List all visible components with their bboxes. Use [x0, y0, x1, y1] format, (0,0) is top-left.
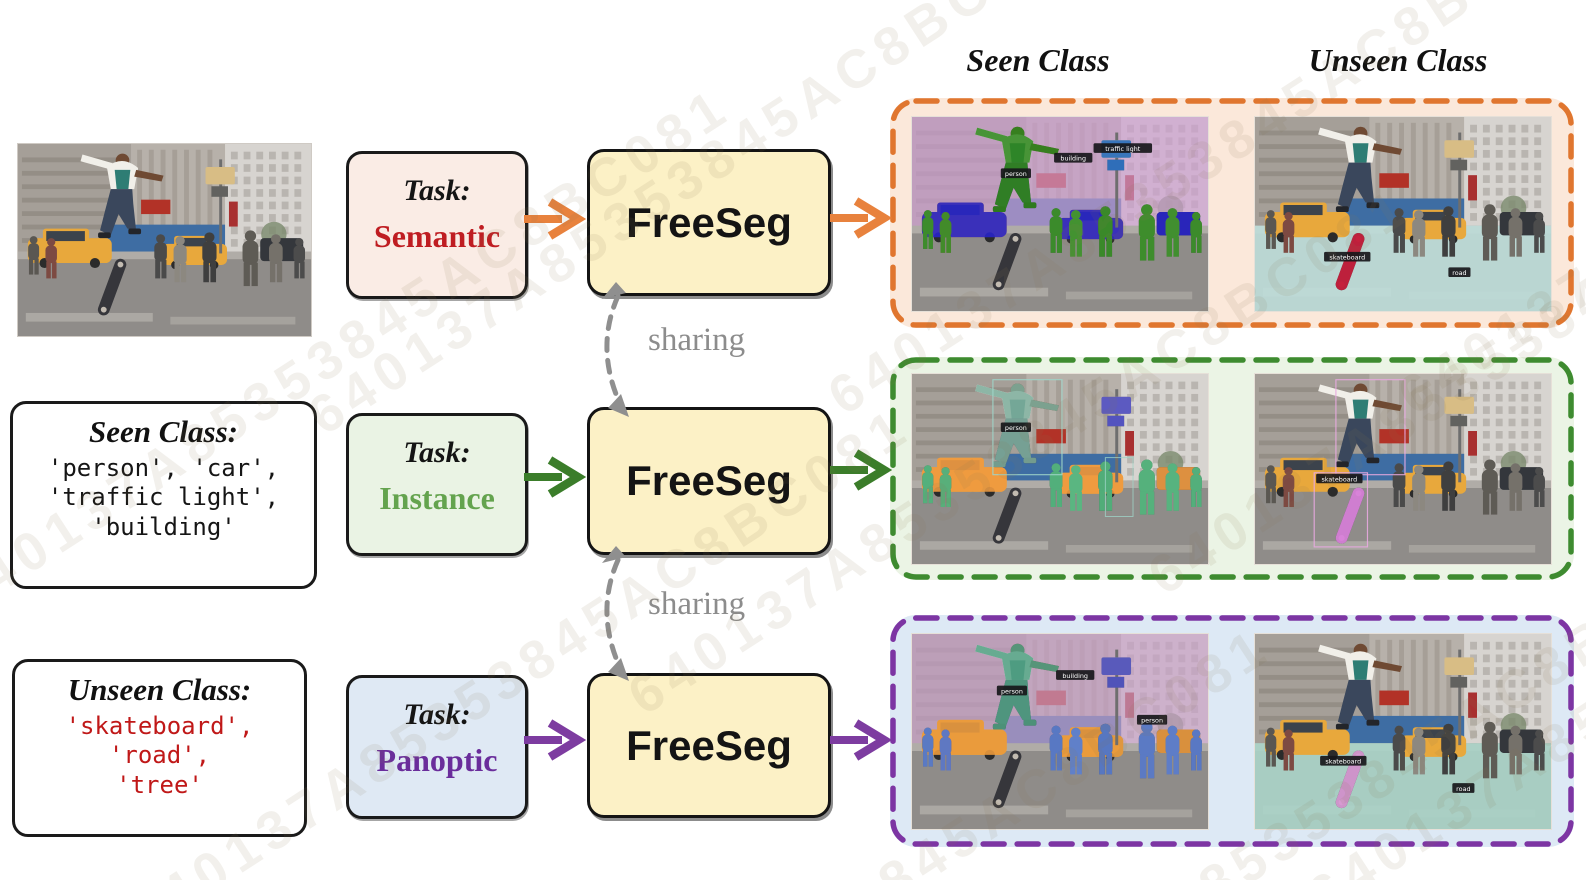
svg-text:building: building — [1060, 156, 1086, 163]
arrow-freeseg-to-output-semantic — [828, 196, 893, 240]
output-instance-seen-image: person — [911, 373, 1209, 565]
sharing-label: sharing — [648, 322, 746, 358]
arrow-freeseg-to-output-panoptic — [828, 718, 893, 762]
svg-text:traffic light: traffic light — [1105, 146, 1140, 153]
svg-text:road: road — [1456, 785, 1470, 793]
sharing-connector-2 — [578, 546, 658, 686]
input-image — [17, 143, 312, 337]
seen-class-title: Seen Class: — [89, 414, 238, 449]
unseen-class-title: Unseen Class: — [67, 672, 252, 707]
output-instance-unseen-image: skateboard — [1254, 373, 1552, 565]
svg-text:building: building — [1062, 672, 1088, 680]
unseen-class-line: 'tree' — [116, 770, 203, 799]
seen-class-line: 'person', 'car', — [47, 454, 280, 482]
task-label: Task: — [403, 174, 471, 207]
freeseg-box-panoptic: FreeSeg — [587, 673, 831, 818]
unseen-class-line: 'road', — [108, 741, 211, 770]
arrow-task-to-freeseg-panoptic — [522, 718, 587, 762]
freeseg-box-semantic: FreeSeg — [587, 149, 831, 296]
freeseg-label: FreeSeg — [626, 721, 792, 769]
seen-class-box: Seen Class: 'person', 'car', 'traffic li… — [10, 401, 317, 589]
output-box-semantic: person building traffic light — [890, 98, 1574, 328]
output-box-panoptic: person building person — [890, 615, 1574, 847]
svg-text:person: person — [1141, 717, 1163, 725]
svg-text:road: road — [1452, 270, 1466, 277]
task-box-semantic: Task: Semantic — [346, 151, 528, 299]
sharing-label: sharing — [648, 586, 746, 622]
arrow-task-to-freeseg-semantic — [522, 197, 587, 241]
sharing-connector-1 — [578, 282, 658, 422]
unseen-class-box: Unseen Class: 'skateboard', 'road', 'tre… — [12, 659, 307, 837]
task-name-panoptic: Panoptic — [376, 742, 498, 778]
svg-text:skateboard: skateboard — [1325, 758, 1361, 766]
svg-text:skateboard: skateboard — [1329, 255, 1365, 262]
arrow-task-to-freeseg-instance — [522, 455, 587, 499]
output-semantic-unseen-image: skateboard road — [1254, 116, 1552, 312]
task-label: Task: — [403, 698, 471, 731]
task-box-instance: Task: Instance — [346, 413, 528, 556]
output-box-instance: person — [890, 357, 1574, 580]
seen-class-line: 'traffic light', — [47, 483, 280, 512]
unseen-class-line: 'skateboard', — [65, 712, 254, 740]
svg-text:person: person — [1001, 688, 1023, 696]
header-unseen-class: Unseen Class — [1308, 42, 1488, 78]
output-panoptic-unseen-image: skateboard road — [1254, 633, 1552, 830]
svg-text:person: person — [1005, 425, 1027, 432]
header-seen-class: Seen Class — [966, 42, 1110, 78]
output-semantic-seen-image: person building traffic light — [911, 116, 1209, 312]
task-label: Task: — [403, 436, 471, 469]
output-panoptic-seen-image: person building person — [911, 633, 1209, 830]
freeseg-label: FreeSeg — [626, 457, 792, 504]
arrow-freeseg-to-output-instance — [828, 448, 893, 492]
task-name-instance: Instance — [379, 480, 495, 516]
task-box-panoptic: Task: Panoptic — [346, 675, 528, 819]
freeseg-box-instance: FreeSeg — [587, 407, 831, 555]
seen-class-line: 'building' — [91, 512, 236, 541]
freeseg-label: FreeSeg — [626, 198, 792, 246]
svg-text:person: person — [1005, 171, 1027, 178]
svg-text:skateboard: skateboard — [1321, 476, 1357, 483]
task-name-semantic: Semantic — [373, 218, 501, 254]
